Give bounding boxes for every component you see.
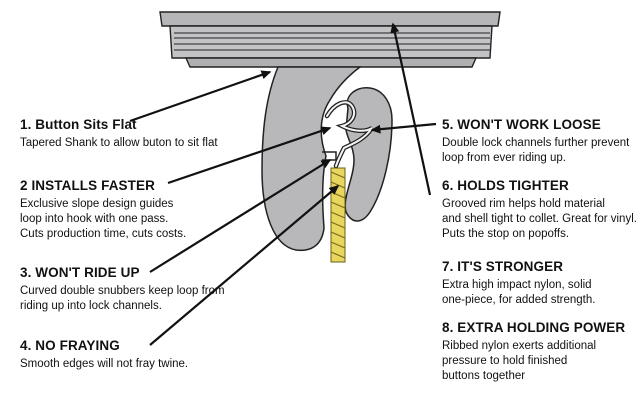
callout-2-line: Exclusive slope design guides <box>20 198 174 210</box>
hook-body <box>261 66 363 252</box>
callout-6-line: Grooved rim helps hold material <box>442 198 605 210</box>
callout-7-text: Extra high impact nylon, solid one-piece… <box>442 278 595 308</box>
callout-4-text: Smooth edges will not fray twine. <box>20 357 188 372</box>
callout-5: 5. WON'T WORK LOOSE Double lock channels… <box>442 117 629 166</box>
leader-arrows <box>129 22 437 346</box>
callout-8-line: buttons together <box>442 370 526 382</box>
arrow-5 <box>370 122 437 134</box>
callout-3-line: Curved double snubbers keep loop from <box>20 285 225 297</box>
callout-8-text: Ribbed nylon exerts additional pressure … <box>442 339 625 384</box>
grooved-rim <box>159 11 501 68</box>
callout-2-line: loop into hook with one pass. <box>20 213 169 225</box>
callout-6-line: Puts the stop on popoffs. <box>442 228 570 240</box>
callout-6-heading: 6. HOLDS TIGHTER <box>442 178 569 193</box>
callout-2-line: Cuts production time, cuts costs. <box>20 228 187 240</box>
callout-2-heading: 2 INSTALLS FASTER <box>20 178 155 193</box>
callout-7-heading: 7. IT'S STRONGER <box>442 259 564 274</box>
arrow-4 <box>149 185 340 346</box>
arrow-2 <box>167 126 332 185</box>
callout-4-line: Smooth edges will not fray twine. <box>20 358 189 370</box>
callout-4: 4. NO FRAYING Smooth edges will not fray… <box>20 338 188 372</box>
callout-7-line: one-piece, for added strength. <box>442 294 596 306</box>
callout-3-heading: 3. WON'T RIDE UP <box>20 265 140 280</box>
arrow-3 <box>149 159 332 273</box>
callout-6-line: and shell tight to collet. Great for vin… <box>442 213 637 225</box>
callout-3: 3. WON'T RIDE UP Curved double snubbers … <box>20 265 225 314</box>
callout-4-heading: 4. NO FRAYING <box>20 338 120 353</box>
callout-7: 7. IT'S STRONGER Extra high impact nylon… <box>442 259 595 308</box>
callout-5-line: Double lock channels further prevent <box>442 137 630 149</box>
callout-1-text: Tapered Shank to allow buton to sit flat <box>20 136 218 151</box>
callout-6-text: Grooved rim helps hold material and shel… <box>442 197 637 242</box>
callout-5-line: loop from ever riding up. <box>442 152 567 164</box>
callout-2: 2 INSTALLS FASTER Exclusive slope design… <box>20 178 186 242</box>
callout-5-text: Double lock channels further prevent loo… <box>442 136 629 166</box>
callout-1: 1. Button Sits Flat Tapered Shank to all… <box>20 117 218 151</box>
callout-6: 6. HOLDS TIGHTER Grooved rim helps hold … <box>442 178 637 242</box>
callout-8-heading: 8. EXTRA HOLDING POWER <box>442 320 626 335</box>
callout-1-line: Tapered Shank to allow buton to sit flat <box>20 137 218 149</box>
callout-3-line: riding up into lock channels. <box>20 300 162 312</box>
callout-5-heading: 5. WON'T WORK LOOSE <box>442 117 601 132</box>
callout-8: 8. EXTRA HOLDING POWER Ribbed nylon exer… <box>442 320 625 384</box>
callout-8-line: Ribbed nylon exerts additional <box>442 340 597 352</box>
callout-1-heading: 1. Button Sits Flat <box>20 117 137 132</box>
twine <box>330 167 346 263</box>
callout-7-line: Extra high impact nylon, solid <box>442 279 592 291</box>
arrow-1 <box>129 70 272 123</box>
callout-3-text: Curved double snubbers keep loop from ri… <box>20 284 225 314</box>
callout-2-text: Exclusive slope design guides loop into … <box>20 197 186 242</box>
callout-8-line: pressure to hold finished <box>442 355 568 367</box>
arrow-6 <box>390 22 432 196</box>
hook-lobe <box>344 87 393 222</box>
